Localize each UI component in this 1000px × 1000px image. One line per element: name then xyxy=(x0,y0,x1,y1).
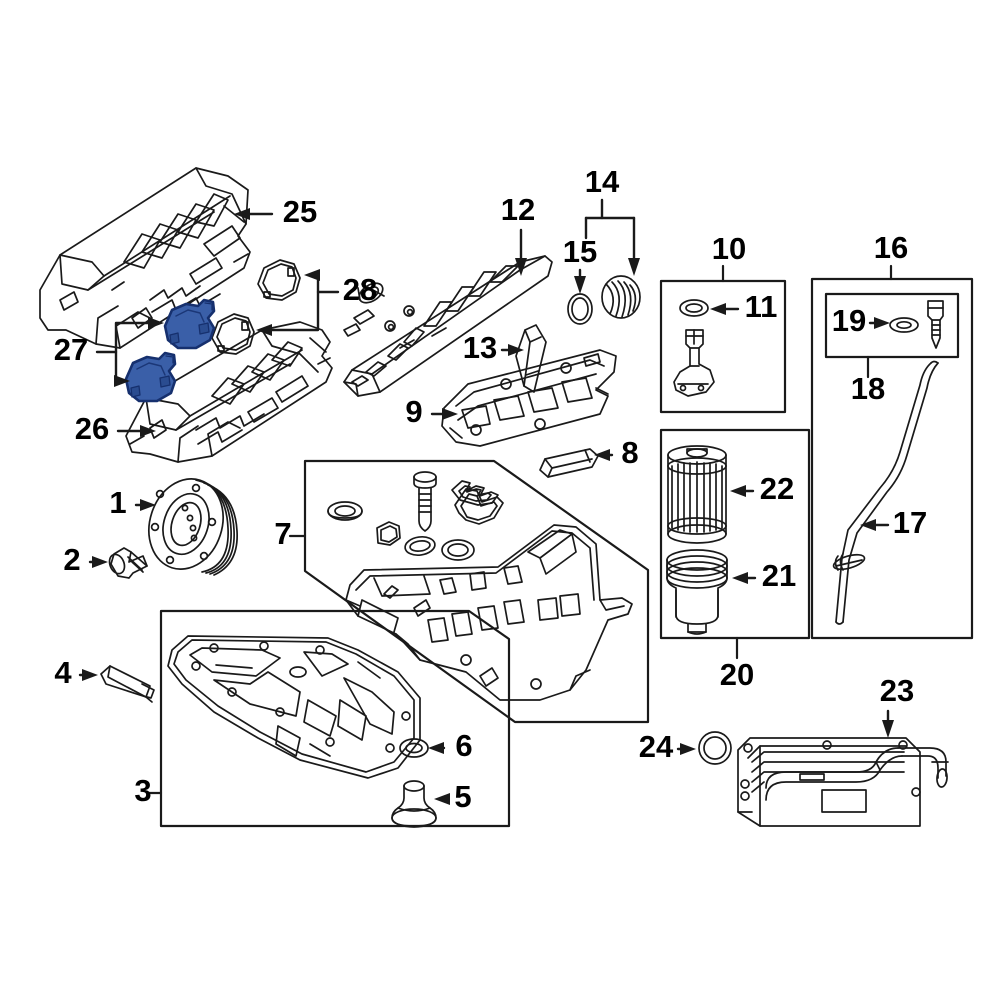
callout-labels: 1 2 3 4 5 6 7 8 9 10 11 12 13 14 15 16 1… xyxy=(54,164,927,814)
callout-label-26: 26 xyxy=(75,411,109,446)
leader-25 xyxy=(234,208,274,220)
part-intake-manifold-gasket-lower-highlighted xyxy=(124,351,177,403)
part-intake-manifold-seal-lower xyxy=(211,313,255,355)
callout-label-11: 11 xyxy=(745,289,778,324)
leader-21 xyxy=(732,572,757,584)
part-oil-filler-cap xyxy=(601,275,641,319)
group-box-18 xyxy=(824,292,960,379)
leader-6 xyxy=(428,742,446,754)
callout-label-21: 21 xyxy=(762,558,796,593)
leader-27 xyxy=(95,317,164,387)
line-art-layer xyxy=(39,167,974,828)
part-intake-manifold-seal-upper xyxy=(257,259,301,301)
part-dipstick-tube xyxy=(832,360,939,625)
leader-19 xyxy=(868,317,890,329)
part-kit-round-seal xyxy=(441,539,475,561)
leader-14 xyxy=(584,198,640,276)
part-oil-cooler-seal xyxy=(698,731,732,765)
callout-label-24: 24 xyxy=(639,729,674,764)
callout-label-7: 7 xyxy=(274,516,291,551)
leader-9 xyxy=(430,408,458,420)
part-crankshaft-pulley xyxy=(148,478,238,576)
callout-label-18: 18 xyxy=(851,371,885,406)
leader-1 xyxy=(134,499,156,511)
part-engine-oil-cooler xyxy=(737,737,949,827)
part-pulley-bolt xyxy=(108,547,148,579)
callout-label-27: 27 xyxy=(54,332,88,367)
leader-15 xyxy=(574,268,586,294)
callout-label-17: 17 xyxy=(893,505,927,540)
callout-label-28: 28 xyxy=(343,272,377,307)
part-oil-pan xyxy=(167,635,421,779)
group-box-20 xyxy=(659,428,811,660)
leader-13 xyxy=(500,344,524,356)
callout-label-22: 22 xyxy=(760,471,794,506)
part-kit-seal-ring xyxy=(327,501,363,521)
callout-label-19: 19 xyxy=(832,303,866,338)
leader-11 xyxy=(710,303,740,315)
callout-label-6: 6 xyxy=(455,728,472,763)
callout-label-8: 8 xyxy=(621,435,638,470)
leader-28 xyxy=(256,269,340,336)
callout-label-10: 10 xyxy=(712,231,746,266)
leader-24 xyxy=(676,743,696,755)
part-oil-level-sensor xyxy=(673,329,715,397)
leader-2 xyxy=(88,556,108,568)
part-upper-intake-manifold xyxy=(39,167,251,349)
group-box-10 xyxy=(659,264,787,414)
callout-label-1: 1 xyxy=(109,485,126,520)
group-box-7 xyxy=(288,459,650,724)
part-sensor-o-ring xyxy=(679,299,709,317)
part-oil-filter-housing-cap xyxy=(666,549,728,635)
leader-12 xyxy=(515,228,527,276)
callout-label-4: 4 xyxy=(54,655,72,690)
part-intake-manifold-gasket-upper-highlighted xyxy=(163,298,216,350)
part-upper-oil-pan xyxy=(345,524,633,701)
part-kit-oval-seal xyxy=(404,535,436,557)
part-tube-bolt xyxy=(927,300,944,349)
leader-8 xyxy=(594,449,614,461)
leader-17 xyxy=(860,519,890,531)
leader-4 xyxy=(78,669,98,681)
part-sealant-tube xyxy=(100,665,155,703)
callout-label-12: 12 xyxy=(501,192,535,227)
part-kit-bolt xyxy=(413,471,437,532)
part-drain-plug xyxy=(391,780,437,828)
part-oil-baffle xyxy=(441,349,617,447)
callout-label-2: 2 xyxy=(63,542,80,577)
part-kit-gasket-c xyxy=(376,521,401,546)
leader-23 xyxy=(882,709,894,738)
part-kit-gasket-b xyxy=(451,480,499,506)
callout-label-13: 13 xyxy=(463,330,497,365)
leader-5 xyxy=(434,793,450,805)
callout-label-9: 9 xyxy=(405,394,422,429)
group-box-3 xyxy=(145,609,511,828)
callout-label-20: 20 xyxy=(720,657,754,692)
callout-label-15: 15 xyxy=(563,234,597,269)
part-valve-cover xyxy=(343,255,553,397)
callout-label-14: 14 xyxy=(585,164,620,199)
callout-label-3: 3 xyxy=(134,773,151,808)
callout-label-16: 16 xyxy=(874,230,908,265)
part-oil-filter-element xyxy=(667,445,727,544)
callout-label-25: 25 xyxy=(283,194,317,229)
callout-label-5: 5 xyxy=(454,779,471,814)
leader-26 xyxy=(116,425,156,437)
callout-label-23: 23 xyxy=(880,673,914,708)
part-tube-seal xyxy=(889,317,919,333)
leader-22 xyxy=(730,485,755,497)
group-box-16 xyxy=(810,264,974,640)
